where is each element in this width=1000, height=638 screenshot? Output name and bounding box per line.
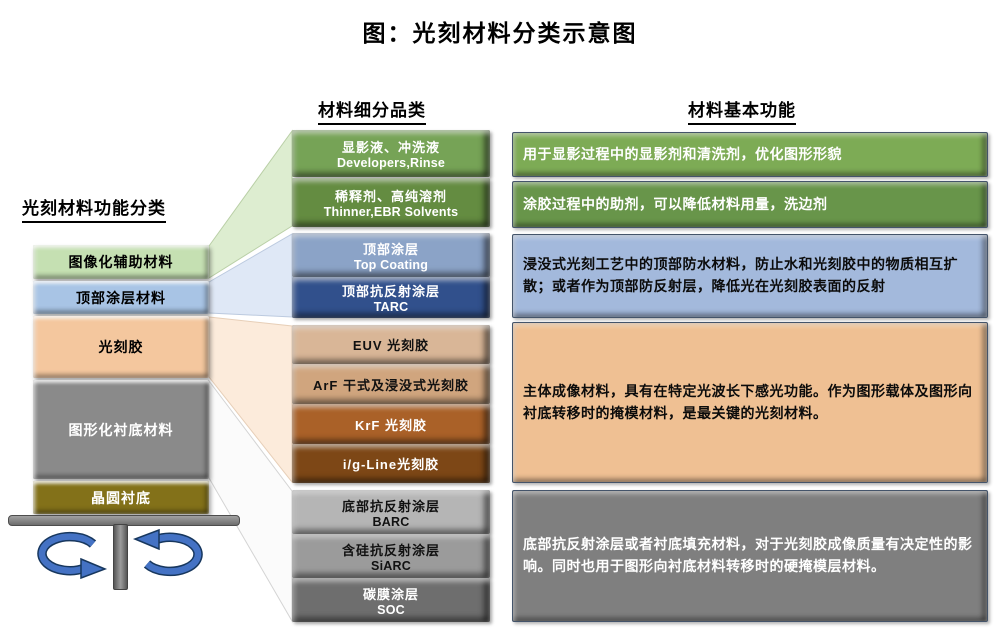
function-text: 用于显影过程中的显影剂和清洗剂，优化图形形貌 [523,145,842,162]
subcategory-label-zh: ArF 干式及浸没式光刻胶 [312,377,469,393]
function-top-coating: 浸没式光刻工艺中的顶部防水材料，防止水和光刻胶中的物质相互扩散；或者作为顶部防反… [512,234,988,318]
function-photoresist: 主体成像材料，具有在特定光波长下感光功能。作为图形载体及图形向衬底转移时的掩模材… [512,322,988,483]
function-thinner-ebr: 涂胶过程中的助剂，可以降低材料用量，洗边剂 [512,181,988,228]
rotate-left-arrow-icon [37,531,108,580]
subcategory-label-en: BARC [372,514,410,529]
right-column-header: 材料基本功能 [688,96,796,125]
stack-layer-label: 顶部涂层材料 [76,289,166,306]
stack-layer-wafer-substrate: 晶圆衬底 [33,481,209,514]
stack-layer-top-coating: 顶部涂层材料 [33,281,209,314]
stack-layer-label: 图形化衬底材料 [68,421,174,438]
function-text: 底部抗反射涂层或者衬底填充材料，对于光刻胶成像质量有决定性的影响。同时也用于图形… [523,536,973,574]
function-developers-rinse: 用于显影过程中的显影剂和清洗剂，优化图形形貌 [512,132,988,177]
subcategory-label-en: TARC [373,300,409,314]
subcategory-soc: 碳膜涂层 SOC [292,578,490,622]
stack-layer-photoresist: 光刻胶 [33,316,209,378]
subcategory-label-zh: 底部抗反射涂层 [341,498,440,514]
subcategory-label-zh: 稀释剂、高纯溶剂 [334,189,447,204]
subcategory-tarc: 顶部抗反射涂层 TARC [292,277,490,318]
subcategory-ig-line-resist: i/g-Line光刻胶 [292,444,490,483]
subcategory-krf-resist: KrF 光刻胶 [292,404,490,444]
subcategory-label-zh: i/g-Line光刻胶 [342,457,440,472]
subcategory-label-zh: 顶部涂层 [362,241,419,257]
subcategory-label-zh: KrF 光刻胶 [354,417,427,433]
subcategory-label-en: Developers,Rinse [336,156,446,170]
subcategory-arf-resist: ArF 干式及浸没式光刻胶 [292,364,490,404]
stack-layer-patterned-substrate: 图形化衬底材料 [33,380,209,479]
rotate-right-arrow-icon [132,528,203,577]
subcategory-siarc: 含硅抗反射涂层 SiARC [292,534,490,578]
subcategory-euv-resist: EUV 光刻胶 [292,325,490,364]
subcategory-label-zh: 含硅抗反射涂层 [341,542,440,558]
function-text: 主体成像材料，具有在特定光波长下感光功能。作为图形载体及图形向衬底转移时的掩模材… [523,382,973,421]
function-text: 浸没式光刻工艺中的顶部防水材料，防止水和光刻胶中的物质相互扩散；或者作为顶部防反… [523,256,958,294]
spindle-post [113,524,128,590]
subcategory-top-coating: 顶部涂层 Top Coating [292,233,490,277]
subcategory-label-en: Top Coating [353,257,429,272]
subcategory-developers-rinse: 显影液、冲洗液 Developers,Rinse [292,130,490,177]
function-text: 涂胶过程中的助剂，可以降低材料用量，洗边剂 [523,195,828,212]
subcategory-label-zh: EUV 光刻胶 [352,338,430,353]
rotation-arrows [37,528,203,580]
subcategory-label-zh: 显影液、冲洗液 [341,140,440,155]
left-column-header: 光刻材料功能分类 [22,194,166,223]
subcategory-label-en: SOC [377,602,405,617]
subcategory-label-zh: 顶部抗反射涂层 [341,284,440,299]
subcategory-label-en: SiARC [371,558,411,573]
stack-layer-label: 图像化辅助材料 [68,254,174,270]
function-patterned-substrate: 底部抗反射涂层或者衬底填充材料，对于光刻胶成像质量有决定性的影响。同时也用于图形… [512,490,988,622]
subcategory-label-en: Thinner,EBR Solvents [323,205,459,219]
subcategory-barc: 底部抗反射涂层 BARC [292,490,490,534]
stack-layer-label: 光刻胶 [98,339,144,355]
subcategory-thinner-ebr-solvents: 稀释剂、高纯溶剂 Thinner,EBR Solvents [292,178,490,227]
figure-title: 图：光刻材料分类示意图 [362,20,638,46]
subcategory-label-zh: 碳膜涂层 [362,586,419,602]
middle-column-header: 材料细分品类 [318,96,426,125]
stack-layer-label: 晶圆衬底 [91,489,151,506]
stack-layer-imaging-auxiliary: 图像化辅助材料 [33,245,209,279]
